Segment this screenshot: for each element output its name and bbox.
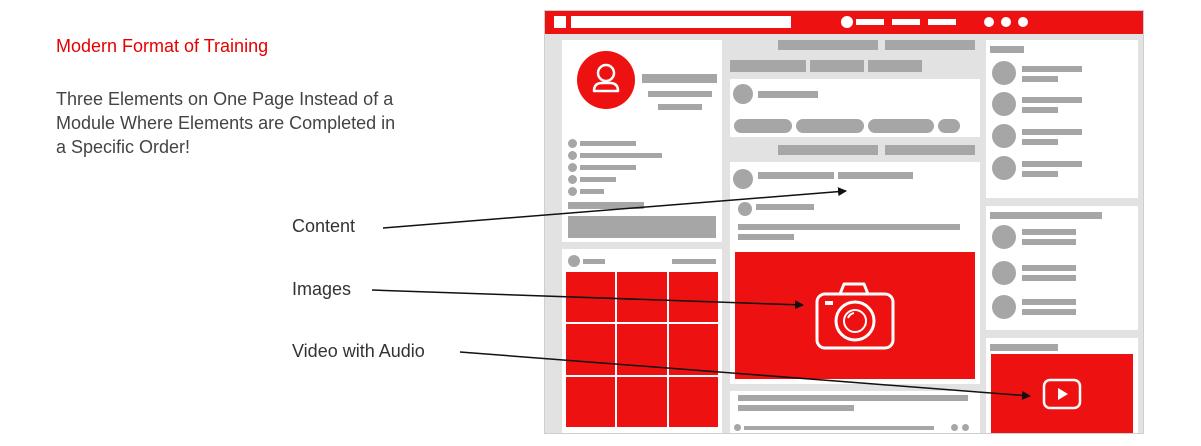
- mock-top-bar: [545, 11, 1143, 34]
- mock-post-card: [730, 162, 980, 384]
- mock-nav-dot: [1018, 17, 1028, 27]
- camera-icon: [815, 282, 895, 350]
- mock-profile-card: [562, 40, 722, 242]
- mock-post-footer: [730, 391, 980, 433]
- mock-video-player: [991, 354, 1133, 433]
- mock-nav-dot: [1001, 17, 1011, 27]
- mock-nav-avatar: [841, 16, 853, 28]
- arrow-video: [459, 351, 1031, 400]
- slide-subtitle: Three Elements on One Page Instead of a …: [56, 89, 396, 157]
- play-icon: [1042, 378, 1082, 410]
- arrow-content: [382, 187, 847, 229]
- social-page-mockup: [544, 10, 1144, 434]
- mock-nav-dot: [984, 17, 994, 27]
- mock-video-card: [986, 338, 1138, 433]
- mock-post-image: [735, 252, 975, 379]
- mock-logo: [554, 16, 566, 28]
- mock-composer-card: [730, 79, 980, 137]
- mock-contacts-card: [986, 40, 1138, 198]
- mock-nav-item: [928, 19, 956, 25]
- mock-nav-item: [856, 19, 884, 25]
- callout-content-label: Content: [292, 216, 356, 236]
- mock-nav-item: [892, 19, 920, 25]
- callout-images-label: Images: [292, 279, 352, 299]
- slide-title: Modern Format of Training: [56, 36, 269, 56]
- mock-suggestions-card: [986, 206, 1138, 330]
- callout-video-label: Video with Audio: [292, 341, 425, 361]
- arrow-images: [371, 289, 804, 310]
- mock-search-bar: [571, 16, 791, 28]
- user-icon: [577, 51, 635, 109]
